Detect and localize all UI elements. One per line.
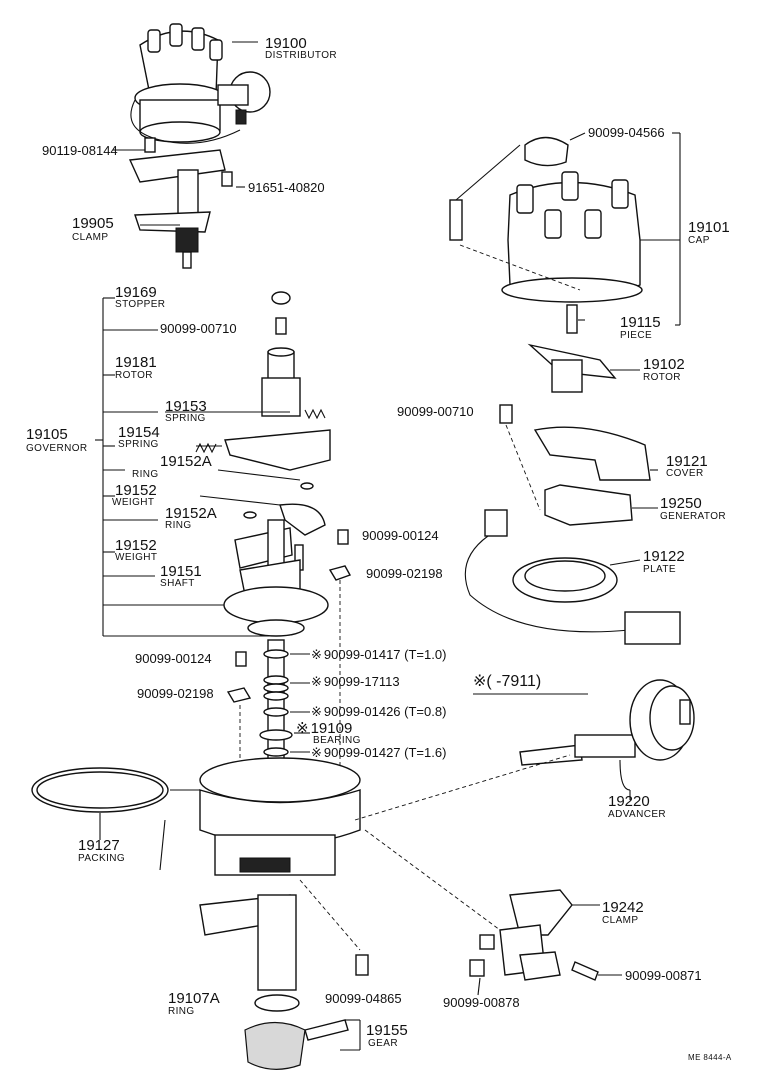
label-90099-17113: ※90099-17113	[311, 674, 400, 689]
number-01417: 90099-01417 (T=1.0)	[324, 647, 447, 662]
mark-01426: ※	[311, 704, 322, 719]
serial-range-note: ※( -7911)	[473, 673, 541, 690]
label-19242-name: CLAMP	[602, 915, 638, 926]
label-19169-number: 19169	[115, 284, 157, 301]
label-19155-number: 19155	[366, 1022, 408, 1039]
label-90099-00124-left: 90099-00124	[135, 651, 212, 666]
label-19107a-number: 19107A	[168, 990, 220, 1007]
label-19102-name: ROTOR	[643, 372, 681, 383]
label-19107a-name: RING	[168, 1006, 195, 1017]
label-90099-01417: ※90099-01417 (T=1.0)	[311, 647, 446, 662]
label-19152-name-2: WEIGHT	[115, 552, 157, 563]
label-90099-02198-left: 90099-02198	[137, 686, 214, 701]
label-19152a-name-1: RING	[132, 469, 159, 480]
number-01426: 90099-01426 (T=0.8)	[324, 704, 447, 719]
label-19181-number: 19181	[115, 354, 157, 371]
label-19109-name: BEARING	[313, 735, 361, 746]
label-19250-name: GENERATOR	[660, 511, 726, 522]
label-19151-name: SHAFT	[160, 578, 195, 589]
label-19152-number-1: 19152	[115, 482, 157, 499]
label-19152-name-1: WEIGHT	[112, 497, 154, 508]
label-90099-04566: 90099-04566	[588, 125, 665, 140]
label-19101-number: 19101	[688, 219, 730, 236]
label-19101-name: CAP	[688, 235, 710, 246]
label-19102-number: 19102	[643, 356, 685, 373]
label-19181-name: ROTOR	[115, 370, 153, 381]
label-19105-name: GOVERNOR	[26, 443, 88, 454]
label-19250-number: 19250	[660, 495, 702, 512]
label-19152a-number-1: 19152A	[160, 453, 212, 470]
label-19152a-name-2: RING	[165, 520, 192, 531]
label-19151-number: 19151	[160, 563, 202, 580]
label-19152a-number-2: 19152A	[165, 505, 217, 522]
label-19121-number: 19121	[666, 453, 708, 470]
governor-assembly-illustration	[95, 291, 352, 637]
cap-assembly-illustration	[449, 132, 681, 645]
label-19220-name: ADVANCER	[608, 809, 666, 820]
label-19115-name: PIECE	[620, 330, 652, 341]
mark-01427: ※	[311, 745, 322, 760]
mark-17113: ※	[311, 674, 322, 689]
label-19154-number: 19154	[118, 424, 160, 441]
label-19100-name: DISTRIBUTOR	[265, 50, 337, 61]
label-90119-08144: 90119-08144	[42, 143, 118, 158]
label-19115-number: 19115	[620, 314, 661, 331]
label-19100-number: 19100	[265, 35, 307, 52]
number-19109: 19109	[311, 720, 353, 737]
label-19905-number: 19905	[72, 215, 114, 232]
label-19121-name: COVER	[666, 468, 704, 479]
label-19122-number: 19122	[643, 548, 685, 565]
label-19109-number: ※19109	[296, 720, 352, 737]
label-19154-name: SPRING	[118, 439, 159, 450]
label-19242-number: 19242	[602, 899, 644, 916]
label-19153-name: SPRING	[165, 413, 206, 424]
label-90099-00871: 90099-00871	[625, 968, 702, 983]
number-01427: 90099-01427 (T=1.6)	[324, 745, 447, 760]
number-17113: 90099-17113	[324, 674, 400, 689]
drawing-code: ME 8444-A	[688, 1053, 732, 1062]
mark-01417: ※	[311, 647, 322, 662]
label-19152-number-2: 19152	[115, 537, 157, 554]
label-19220-number: 19220	[608, 793, 650, 810]
label-90099-02198-right: 90099-02198	[366, 566, 443, 581]
label-90099-00878: 90099-00878	[443, 995, 520, 1010]
advancer-assembly-illustration	[354, 679, 695, 996]
label-19905-name: CLAMP	[72, 232, 108, 243]
label-90099-00710-right: 90099-00710	[397, 404, 474, 419]
label-19169-name: STOPPER	[115, 299, 165, 310]
label-19153-number: 19153	[165, 398, 207, 415]
label-19122-name: PLATE	[643, 564, 676, 575]
label-19155-name: GEAR	[368, 1038, 398, 1049]
label-90099-00124-right: 90099-00124	[362, 528, 439, 543]
housing-assembly-illustration	[31, 580, 369, 1070]
label-90099-01426: ※90099-01426 (T=0.8)	[311, 704, 446, 719]
label-90099-04865: 90099-04865	[325, 991, 402, 1006]
label-19127-name: PACKING	[78, 853, 125, 864]
label-90099-00710-left: 90099-00710	[160, 321, 237, 336]
label-90099-01427: ※90099-01427 (T=1.6)	[311, 745, 446, 760]
label-91651-40820: 91651-40820	[248, 180, 325, 195]
mark-19109: ※	[296, 720, 309, 737]
distributor-assembly-illustration	[113, 23, 271, 269]
label-19127-number: 19127	[78, 837, 120, 854]
label-19105-number: 19105	[26, 426, 68, 443]
